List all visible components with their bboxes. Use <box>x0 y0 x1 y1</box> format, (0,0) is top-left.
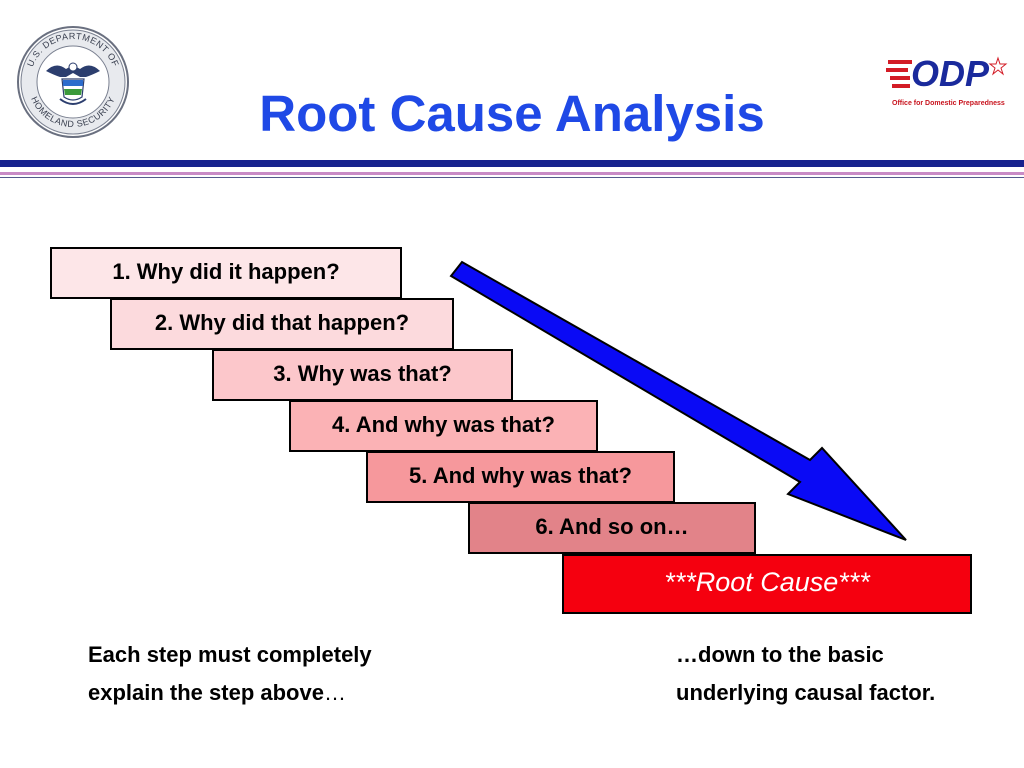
header-divider <box>0 160 1024 167</box>
page-title: Root Cause Analysis <box>259 85 765 142</box>
svg-text:ODP: ODP <box>911 53 990 94</box>
dhs-seal-logo: U.S. DEPARTMENT OF HOMELAND SECURITY <box>17 26 129 138</box>
left-note-line1: Each step must completely <box>88 642 372 667</box>
header-divider-accent <box>0 172 1024 175</box>
why-step-2: 2. Why did that happen? <box>110 298 454 350</box>
left-note-ellipsis: … <box>323 680 346 705</box>
why-step-4: 4. And why was that? <box>289 400 598 452</box>
right-note-line2: underlying causal factor. <box>676 680 936 705</box>
root-cause-box: ***Root Cause*** <box>562 554 972 614</box>
odp-logo-caption: Office for Domestic Preparedness <box>892 100 1005 107</box>
right-note-line1: …down to the basic <box>676 642 884 667</box>
left-note: Each step must completely explain the st… <box>88 636 372 712</box>
odp-logo: ODP <box>886 53 1008 94</box>
why-step-1: 1. Why did it happen? <box>50 247 402 299</box>
why-step-5: 5. And why was that? <box>366 451 675 503</box>
why-step-6: 6. And so on… <box>468 502 756 554</box>
header-divider-thin <box>0 177 1024 178</box>
right-note: …down to the basic underlying causal fac… <box>676 636 935 712</box>
left-note-line2: explain the step above… <box>88 674 372 712</box>
left-note-line2-text: explain the step above <box>88 680 324 705</box>
why-step-3: 3. Why was that? <box>212 349 513 401</box>
